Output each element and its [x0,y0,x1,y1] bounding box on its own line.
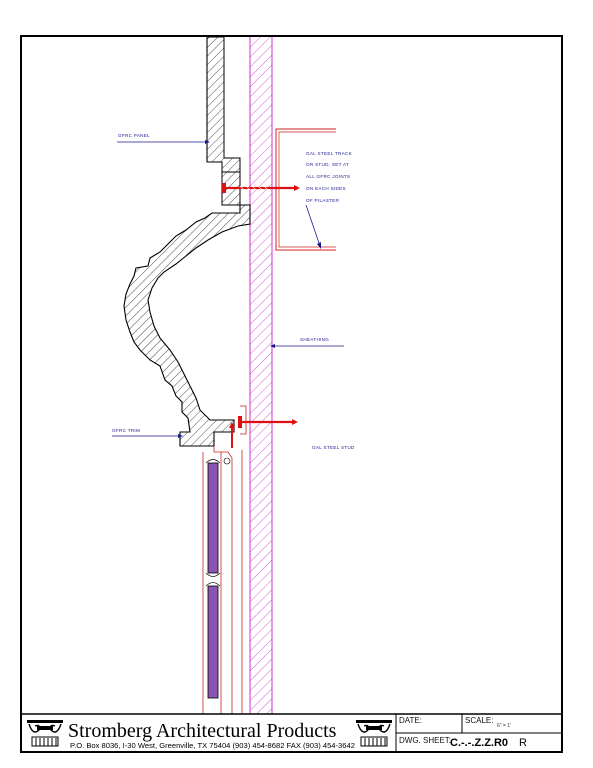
dwg-sheet-label: DWG. SHEET: [399,736,451,745]
fastener-upper [222,183,300,193]
note-track-line4: ON EACH SIDES [306,186,346,191]
leader-lines [112,140,344,438]
note-gfrc-trim: GFRC TRIM [112,428,140,433]
note-track-line3: ALL GFRC JOINTS [306,174,350,179]
lower-panel-assembly [202,446,243,714]
scale-value: 6" = 1' [497,723,511,729]
panel-insert-upper [207,462,219,574]
revision-letter: R [519,737,527,749]
sheet-border [20,35,563,753]
title-block: Stromberg Architectural Products P.O. Bo… [21,713,562,752]
ionic-capital-logo-right-icon [356,720,392,747]
steel-track-upper [275,128,336,251]
company-address: P.O. Box 8036, I-30 West, Greenville, TX… [70,741,355,750]
gfrc-trim-profile [123,204,251,447]
note-sheathing: SHEATHING [300,337,329,342]
date-label: DATE: [399,716,422,725]
ionic-capital-logo-left-icon [27,720,63,747]
sheathing [249,37,273,714]
panel-insert-lower [207,585,219,699]
company-name: Stromberg Architectural Products [68,720,337,742]
note-gfrc-panel: GFRC PANEL [118,133,150,138]
note-track-line2: OR STUD, SET AT [306,162,349,167]
gfrc-panel [206,37,241,173]
scale-label: SCALE: [465,716,493,725]
note-gal-steel-stud: GAL STEEL STUD [312,445,355,450]
note-track-line5: OF PILASTER [306,198,340,203]
dwg-sheet-value: C.-.-.Z.Z.R0 [450,737,508,749]
fastener-lower [229,405,298,448]
note-track-line1: GAL STEEL TRACK [306,151,353,156]
